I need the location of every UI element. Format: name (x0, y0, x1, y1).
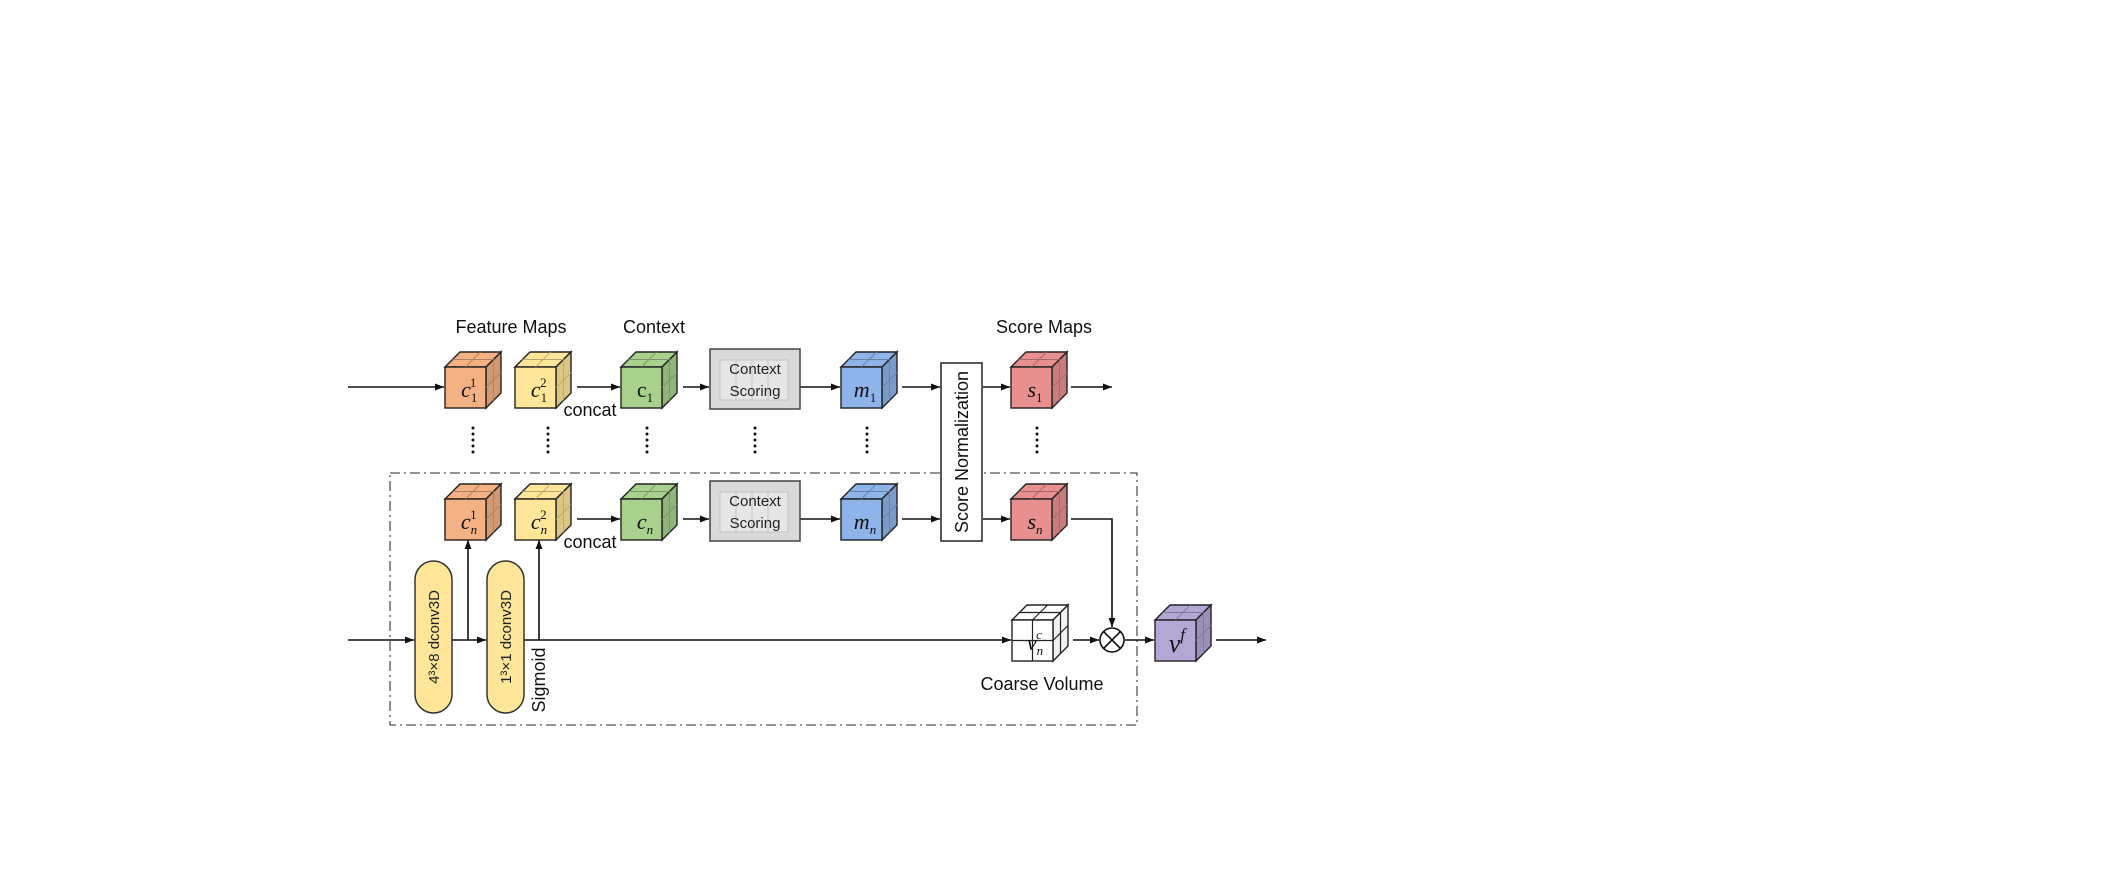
feature-map-cube-c11 (443, 350, 503, 410)
scoring-label-rown-line1: Context (729, 493, 782, 510)
m-cube-m1 (839, 350, 899, 410)
ellipsis-context (645, 426, 649, 454)
multiply-operator (1099, 627, 1125, 653)
coarse-volume-label: Coarse Volume (980, 674, 1103, 694)
score-cube-sn (1009, 482, 1069, 542)
ellipsis-m (865, 426, 869, 454)
vertical-ellipsis-group (471, 426, 1039, 454)
label-m1: m1 (854, 377, 876, 405)
label-s1: s1 (1027, 377, 1042, 405)
dconv-b-label: 1³×1 dconv3D (498, 590, 515, 684)
scoring-label-rown-line2: Scoring (730, 515, 781, 532)
ellipsis-feat-a (471, 426, 475, 454)
context-cube-cn (619, 482, 679, 542)
ellipsis-score (1035, 426, 1039, 454)
scoring-label-row1-line1: Context (729, 361, 782, 378)
label-coarse-volume-symbol: vnc (1027, 627, 1043, 658)
coarse-volume-cube (1010, 603, 1070, 663)
ellipsis-feat-b (546, 426, 550, 454)
dconv-a-label: 4³×8 dconv3D (426, 590, 443, 684)
context-header: Context (623, 317, 685, 337)
label-cn: cn (637, 509, 653, 537)
label-cn1: cn1 (461, 507, 477, 537)
final-volume-cube (1153, 603, 1213, 663)
label-sn: sn (1027, 509, 1042, 537)
label-c1: c1 (637, 377, 653, 405)
feature-map-cube-cn1 (443, 482, 503, 542)
score-cube-s1 (1009, 350, 1069, 410)
concat-label-row1: concat (563, 400, 616, 420)
scoring-label-row1-line2: Scoring (730, 383, 781, 400)
score-normalization-block: Score Normalization (940, 362, 983, 542)
context-scoring-block-row1: Context Scoring (709, 348, 801, 410)
dconv-block-a: 4³×8 dconv3D (414, 560, 453, 714)
label-cn2: cn2 (531, 507, 547, 537)
feature-maps-header: Feature Maps (455, 317, 566, 337)
score-maps-header: Score Maps (996, 317, 1092, 337)
feature-map-cube-cn2 (513, 482, 573, 542)
dconv-block-b: 1³×1 dconv3D (486, 560, 525, 714)
label-c11: c11 (461, 375, 477, 405)
m-cube-mn (839, 482, 899, 542)
context-cube-c1 (619, 350, 679, 410)
ellipsis-scoring (753, 426, 757, 454)
context-scoring-block-rown: Context Scoring (709, 480, 801, 542)
label-final-volume: vf (1169, 625, 1188, 658)
concat-label-rown: concat (563, 532, 616, 552)
score-normalization-label: Score Normalization (952, 371, 972, 533)
label-mn: mn (854, 509, 876, 537)
sigmoid-label: Sigmoid (529, 647, 549, 712)
feature-map-cube-c12 (513, 350, 573, 410)
arrow-s-to-multiply (1071, 518, 1116, 627)
label-c12: c12 (531, 375, 547, 405)
